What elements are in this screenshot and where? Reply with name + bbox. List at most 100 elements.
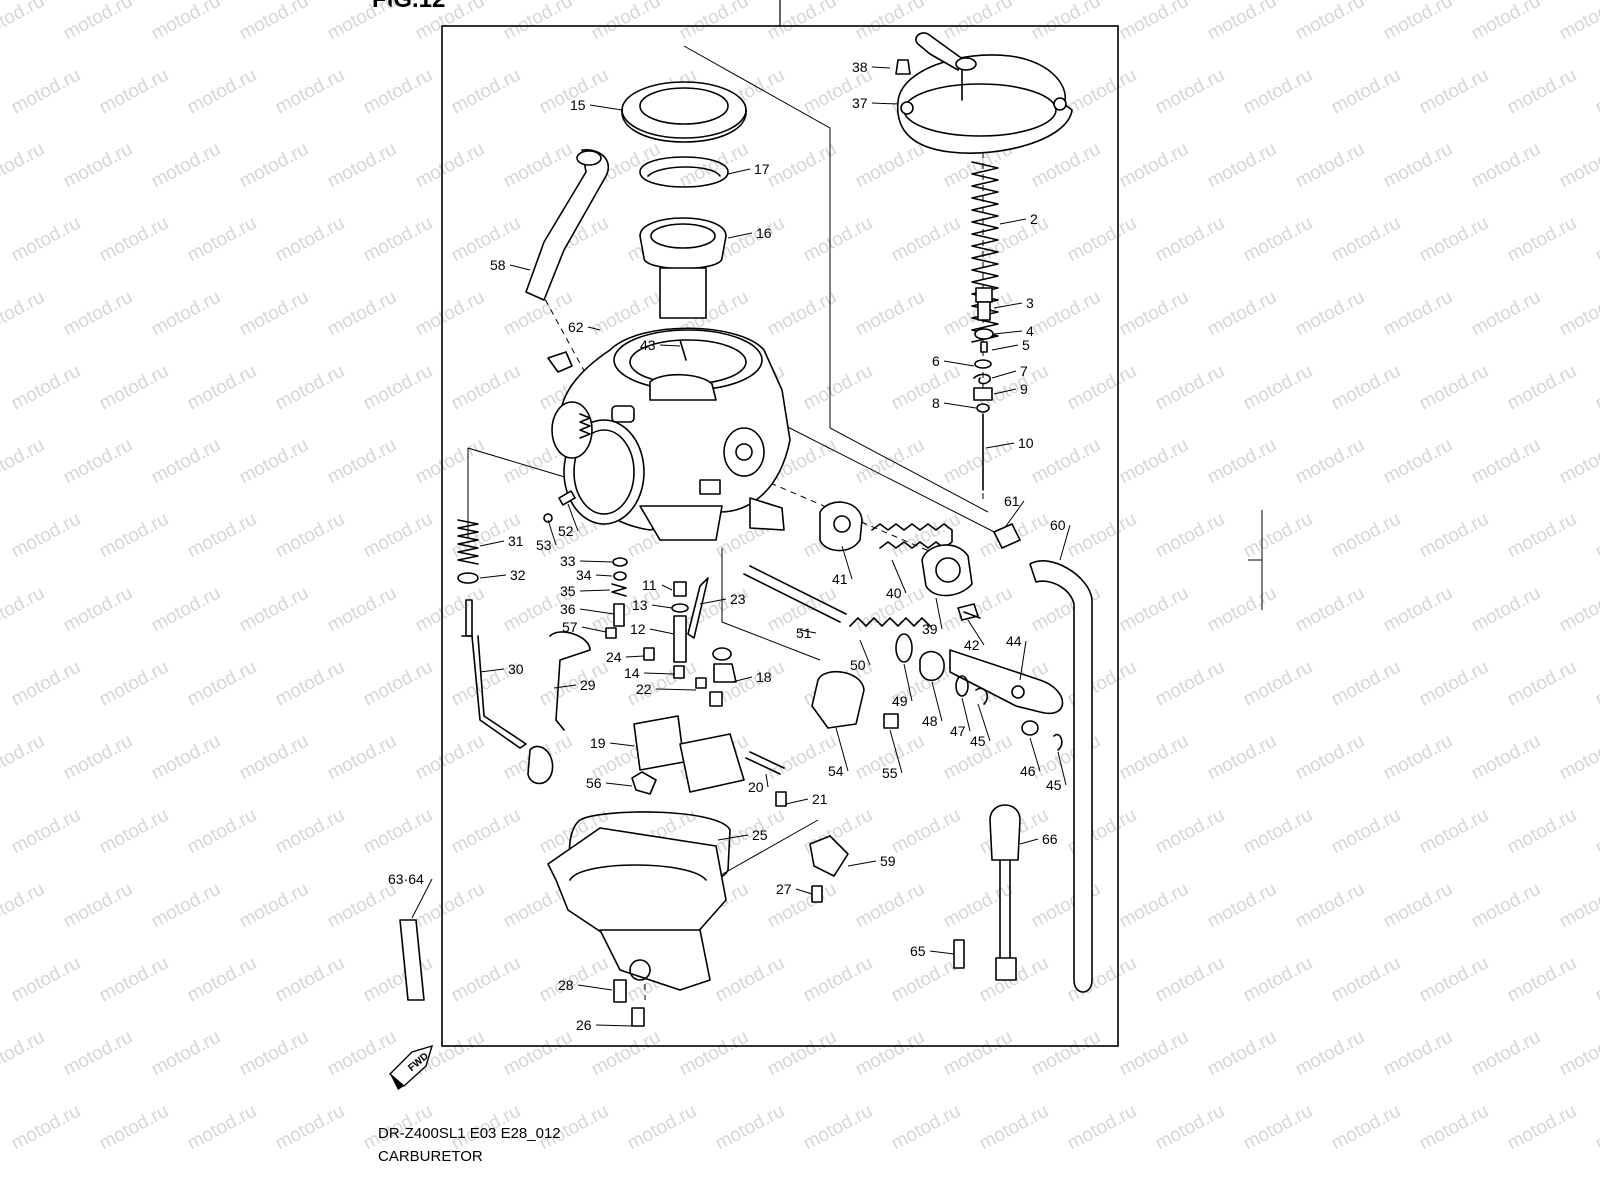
part-callout-22: 22 bbox=[636, 681, 652, 697]
watermark-text: motod.ru bbox=[1328, 213, 1404, 267]
leader-line-60 bbox=[1059, 524, 1071, 561]
leader-line-24 bbox=[625, 655, 645, 658]
watermark-text: motod.ru bbox=[1240, 213, 1316, 267]
watermark-text: motod.ru bbox=[1380, 731, 1456, 785]
watermark-text: motod.ru bbox=[1028, 139, 1104, 193]
watermark-text: motod.ru bbox=[1028, 435, 1104, 489]
watermark-text: motod.ru bbox=[412, 435, 488, 489]
figure-title: FIG.12 bbox=[372, 0, 445, 14]
watermark-text: motod.ru bbox=[1152, 657, 1228, 711]
watermark-text: motod.ru bbox=[96, 657, 172, 711]
leader-line-37 bbox=[871, 102, 899, 105]
watermark-text: motod.ru bbox=[96, 65, 172, 119]
watermark-text: motod.ru bbox=[0, 1027, 48, 1081]
part-callout-65: 65 bbox=[910, 943, 926, 959]
watermark-text: motod.ru bbox=[1380, 287, 1456, 341]
watermark-text: motod.ru bbox=[1328, 361, 1404, 415]
watermark-text: motod.ru bbox=[184, 509, 260, 563]
watermark-text: motod.ru bbox=[1416, 509, 1492, 563]
part-callout-53: 53 bbox=[536, 537, 552, 553]
leader-line-50 bbox=[859, 639, 871, 666]
watermark-text: motod.ru bbox=[1556, 287, 1600, 341]
watermark-text: motod.ru bbox=[976, 1101, 1052, 1155]
part-callout-36: 36 bbox=[560, 601, 576, 617]
leader-line-45a bbox=[977, 703, 991, 742]
watermark-text: motod.ru bbox=[96, 953, 172, 1007]
watermark-text: motod.ru bbox=[1504, 213, 1580, 267]
watermark-text: motod.ru bbox=[272, 805, 348, 859]
watermark-text: motod.ru bbox=[8, 657, 84, 711]
leader-line-49 bbox=[903, 663, 913, 702]
watermark-text: motod.ru bbox=[60, 879, 136, 933]
watermark-text: motod.ru bbox=[360, 65, 436, 119]
watermark-text: motod.ru bbox=[0, 879, 48, 933]
watermark-text: motod.ru bbox=[1328, 805, 1404, 859]
watermark-text: motod.ru bbox=[1416, 657, 1492, 711]
part-callout-45b: 45 bbox=[1046, 777, 1062, 793]
model-code: DR-Z400SL1 E03 E28_012 bbox=[378, 1125, 561, 1142]
watermark-text: motod.ru bbox=[1380, 435, 1456, 489]
watermark-text: motod.ru bbox=[236, 287, 312, 341]
part-callout-31: 31 bbox=[508, 533, 524, 549]
watermark-text: motod.ru bbox=[96, 213, 172, 267]
watermark-text: motod.ru bbox=[1468, 0, 1544, 44]
watermark-text: motod.ru bbox=[1592, 361, 1600, 415]
watermark-text: motod.ru bbox=[412, 583, 488, 637]
leader-line-14 bbox=[643, 672, 675, 675]
leader-line-5 bbox=[991, 344, 1019, 351]
watermark-text: motod.ru bbox=[96, 805, 172, 859]
part-callout-6: 6 bbox=[932, 353, 940, 369]
figure-name: CARBURETOR bbox=[378, 1148, 483, 1165]
watermark-text: motod.ru bbox=[1116, 583, 1192, 637]
part-callout-30: 30 bbox=[508, 661, 524, 677]
leader-line-25 bbox=[717, 834, 749, 841]
watermark-text: motod.ru bbox=[96, 1101, 172, 1155]
part-callout-29: 29 bbox=[580, 677, 596, 693]
watermark-text: motod.ru bbox=[1064, 213, 1140, 267]
part-callout-8: 8 bbox=[932, 395, 940, 411]
watermark-text: motod.ru bbox=[360, 805, 436, 859]
watermark-text: motod.ru bbox=[148, 139, 224, 193]
watermark-text: motod.ru bbox=[1292, 583, 1368, 637]
watermark-text: motod.ru bbox=[852, 287, 928, 341]
watermark-text: motod.ru bbox=[1468, 435, 1544, 489]
part-callout-56: 56 bbox=[586, 775, 602, 791]
watermark-text: motod.ru bbox=[1292, 731, 1368, 785]
watermark-text: motod.ru bbox=[940, 879, 1016, 933]
watermark-text: motod.ru bbox=[236, 583, 312, 637]
part-callout-46: 46 bbox=[1020, 763, 1036, 779]
leader-line-4 bbox=[993, 330, 1023, 335]
watermark-text: motod.ru bbox=[8, 953, 84, 1007]
watermark-text: motod.ru bbox=[184, 213, 260, 267]
watermark-text: motod.ru bbox=[1592, 213, 1600, 267]
part-callout-15: 15 bbox=[570, 97, 586, 113]
watermark-text: motod.ru bbox=[1116, 139, 1192, 193]
watermark-text: motod.ru bbox=[184, 65, 260, 119]
watermark-text: motod.ru bbox=[800, 361, 876, 415]
watermark-text: motod.ru bbox=[800, 1101, 876, 1155]
leader-line-62 bbox=[587, 326, 601, 331]
watermark-text: motod.ru bbox=[1556, 139, 1600, 193]
leader-line-42 bbox=[967, 619, 985, 646]
leader-line-47 bbox=[961, 697, 971, 732]
watermark-text: motod.ru bbox=[1292, 0, 1368, 44]
watermark-text: motod.ru bbox=[1504, 953, 1580, 1007]
part-callout-4: 4 bbox=[1026, 323, 1034, 339]
watermark-text: motod.ru bbox=[888, 805, 964, 859]
leader-line-53 bbox=[547, 519, 557, 546]
watermark-text: motod.ru bbox=[1116, 1027, 1192, 1081]
part-callout-19: 19 bbox=[590, 735, 606, 751]
watermark-text: motod.ru bbox=[1416, 213, 1492, 267]
watermark-text: motod.ru bbox=[764, 287, 840, 341]
watermark-text: motod.ru bbox=[852, 1027, 928, 1081]
watermark-text: motod.ru bbox=[1240, 1101, 1316, 1155]
watermark-text: motod.ru bbox=[624, 1101, 700, 1155]
watermark-text: motod.ru bbox=[324, 0, 400, 44]
watermark-text: motod.ru bbox=[1416, 805, 1492, 859]
watermark-text: motod.ru bbox=[888, 213, 964, 267]
watermark-text: motod.ru bbox=[1380, 139, 1456, 193]
watermark-text: motod.ru bbox=[1204, 287, 1280, 341]
watermark-text: motod.ru bbox=[8, 65, 84, 119]
watermark-text: motod.ru bbox=[184, 361, 260, 415]
leader-line-44 bbox=[1019, 640, 1027, 681]
